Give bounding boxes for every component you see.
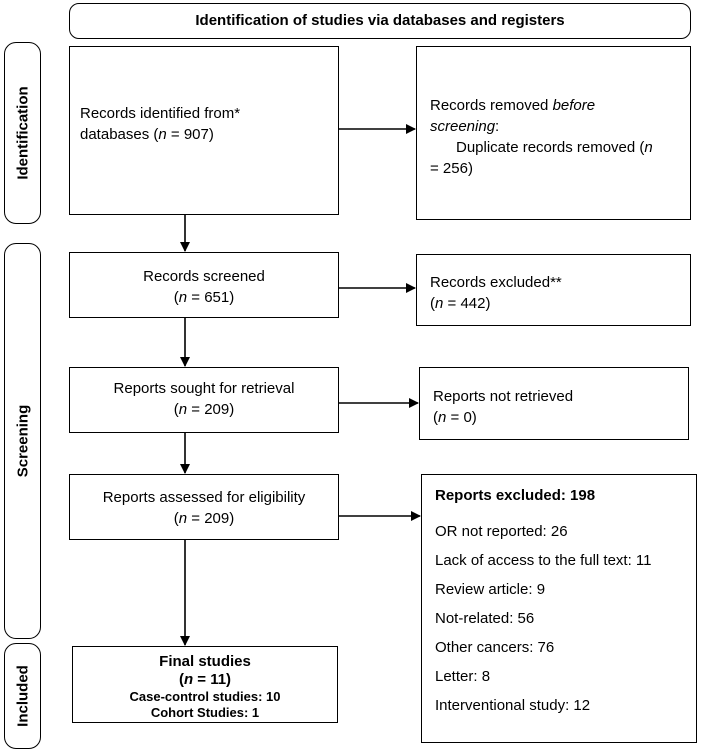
records-removed-box: Records removed before screening: Duplic… bbox=[416, 46, 691, 220]
reports-excluded-title: Reports excluded: 198 bbox=[435, 487, 596, 504]
n-label: n bbox=[178, 510, 188, 527]
records-identified-box: Records identified from* databases (n = … bbox=[69, 46, 339, 215]
records-excluded-text: Records excluded** (n = 442) bbox=[430, 274, 562, 312]
n-label: n bbox=[644, 139, 653, 156]
n-label: n bbox=[435, 295, 444, 312]
reports-assessed-box: Reports assessed for eligibility (n = 20… bbox=[69, 474, 339, 540]
reports-sought-text: Reports sought for retrieval (n = 209) bbox=[113, 380, 295, 418]
records-identified-line2-pre: databases ( bbox=[80, 126, 159, 143]
records-removed-line1: Records removed bbox=[430, 97, 553, 114]
reports-excluded-item: Other cancers: 76 bbox=[435, 639, 555, 656]
final-case-control: Case-control studies: 10 bbox=[129, 689, 281, 704]
reports-sought-count: = 209) bbox=[187, 401, 235, 418]
reports-sought-label: Reports sought for retrieval bbox=[113, 380, 295, 397]
records-excluded-box: Records excluded** (n = 442) bbox=[416, 254, 691, 326]
n-label: n bbox=[178, 289, 188, 306]
reports-not-retrieved-label: Reports not retrieved bbox=[433, 388, 574, 405]
final-studies-text: Final studies (n = 11) Case-control stud… bbox=[73, 653, 337, 721]
records-identified-line1: Records identified from* bbox=[80, 105, 241, 122]
final-studies-box: Final studies (n = 11) Case-control stud… bbox=[72, 646, 338, 723]
header-box: Identification of studies via databases … bbox=[69, 3, 691, 39]
reports-sought-box: Reports sought for retrieval (n = 209) bbox=[69, 367, 339, 433]
records-screened-count: = 651) bbox=[187, 289, 235, 306]
records-removed-colon: : bbox=[495, 118, 500, 135]
final-studies-count-line: (n = 11) bbox=[178, 671, 232, 688]
n-label: n bbox=[178, 401, 188, 418]
reports-excluded-item: Not-related: 56 bbox=[435, 610, 535, 627]
reports-assessed-text: Reports assessed for eligibility (n = 20… bbox=[102, 489, 306, 527]
n-label: n bbox=[438, 409, 447, 426]
reports-excluded-item: Review article: 9 bbox=[435, 581, 546, 598]
reports-not-retrieved-count: = 0) bbox=[446, 409, 477, 426]
reports-excluded-list: OR not reported: 26 Lack of access to th… bbox=[435, 517, 652, 720]
records-excluded-label: Records excluded** bbox=[430, 274, 562, 291]
records-removed-italic2: screening bbox=[430, 118, 496, 135]
phase-identification: Identification bbox=[4, 42, 41, 224]
reports-assessed-count: = 209) bbox=[187, 510, 235, 527]
phase-screening: Screening bbox=[4, 243, 41, 639]
final-cohort: Cohort Studies: 1 bbox=[150, 705, 260, 720]
records-screened-label: Records screened bbox=[143, 268, 265, 285]
reports-not-retrieved-box: Reports not retrieved (n = 0) bbox=[419, 367, 689, 440]
final-studies-title: Final studies bbox=[159, 653, 251, 670]
reports-assessed-label: Reports assessed for eligibility bbox=[102, 489, 306, 506]
records-excluded-count: = 442) bbox=[443, 295, 491, 312]
reports-excluded-item: Interventional study: 12 bbox=[435, 697, 591, 714]
reports-excluded-item: Letter: 8 bbox=[435, 668, 491, 685]
records-identified-count: = 907) bbox=[166, 126, 214, 143]
records-identified-text: Records identified from* databases (n = … bbox=[80, 103, 240, 145]
duplicate-records-count: = 256) bbox=[430, 160, 473, 177]
n-label: n bbox=[183, 671, 194, 688]
n-label: n bbox=[158, 126, 167, 143]
records-removed-italic1: before bbox=[552, 97, 596, 114]
reports-not-retrieved-text: Reports not retrieved (n = 0) bbox=[433, 388, 574, 426]
header-title: Identification of studies via databases … bbox=[195, 12, 565, 29]
records-screened-text: Records screened (n = 651) bbox=[143, 268, 265, 306]
records-removed-text: Records removed before screening: Duplic… bbox=[430, 95, 685, 179]
final-studies-count: = 11) bbox=[193, 671, 232, 688]
phase-included: Included bbox=[4, 643, 41, 749]
reports-excluded-box: Reports excluded: 198 OR not reported: 2… bbox=[421, 474, 697, 743]
reports-excluded-item: Lack of access to the full text: 11 bbox=[435, 552, 652, 569]
records-screened-box: Records screened (n = 651) bbox=[69, 252, 339, 318]
duplicate-records-label: Duplicate records removed ( bbox=[456, 139, 645, 156]
reports-excluded-item: OR not reported: 26 bbox=[435, 523, 568, 540]
